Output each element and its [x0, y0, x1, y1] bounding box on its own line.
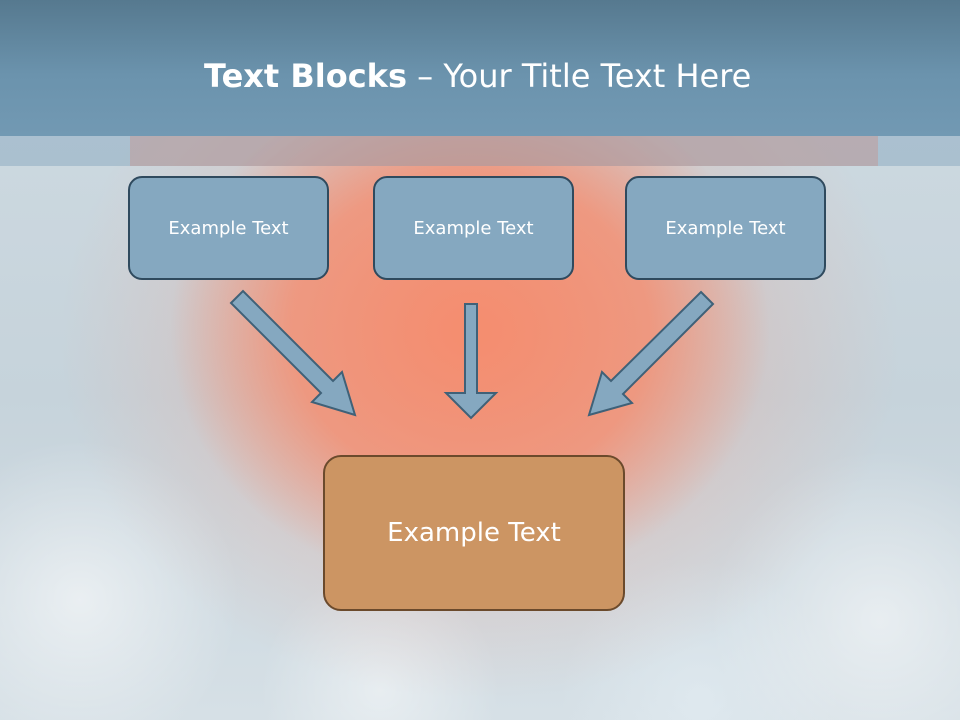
- text-block-2-label: Example Text: [413, 217, 534, 239]
- slide-title: Text Blocks – Your Title Text Here: [204, 52, 751, 100]
- background-orange-band: [130, 136, 878, 166]
- center-text-block-label: Example Text: [387, 518, 561, 548]
- center-text-block[interactable]: Example Text: [323, 455, 625, 611]
- title-band: [0, 0, 960, 136]
- title-band-shadow: [0, 136, 960, 166]
- title-rest: Your Title Text Here: [443, 57, 752, 95]
- title-separator: –: [407, 57, 444, 95]
- title-bold: Text Blocks: [204, 57, 407, 95]
- text-block-2[interactable]: Example Text: [373, 176, 574, 280]
- text-block-3[interactable]: Example Text: [625, 176, 826, 280]
- text-block-1[interactable]: Example Text: [128, 176, 329, 280]
- text-block-3-label: Example Text: [665, 217, 786, 239]
- arrow-left-icon: [229, 289, 357, 417]
- arrow-right-icon: [587, 290, 715, 417]
- arrow-down-icon: [443, 303, 499, 420]
- text-block-1-label: Example Text: [168, 217, 289, 239]
